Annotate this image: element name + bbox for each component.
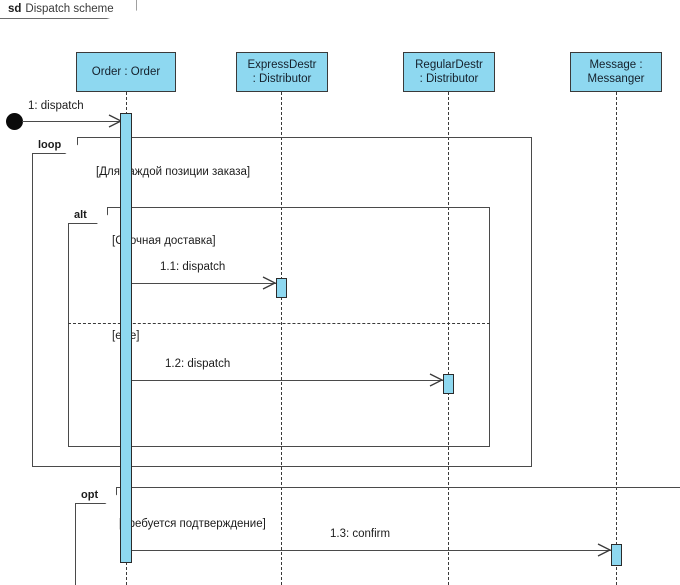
diagram-frame-title: sd Dispatch scheme (0, 0, 137, 19)
lifeline-head-message[interactable]: Message : Messanger (570, 52, 662, 92)
activation-bar-expressdestr (276, 278, 287, 298)
message-line-1-2[interactable] (132, 380, 443, 381)
lifeline-label-message-line1: Message : (589, 59, 643, 71)
fragment-alt-guard: [Срочная доставка] (112, 235, 216, 247)
message-arrowhead-1-3 (597, 543, 612, 557)
activation-bar-order (120, 113, 132, 563)
diagram-kind-keyword: sd (8, 3, 22, 15)
fragment-opt[interactable] (75, 487, 680, 585)
lifeline-head-regulardestr[interactable]: RegularDestr : Distributor (403, 52, 495, 92)
message-line-1[interactable] (22, 121, 122, 122)
found-message-start-dot (6, 113, 23, 130)
fragment-opt-guard: [Требуется подтверждение] (119, 518, 266, 530)
fragment-loop-guard: [Для каждой позиции заказа] (96, 166, 251, 178)
diagram-title: Dispatch scheme (25, 3, 114, 15)
lifeline-label-regulardestr-line1: RegularDestr (415, 59, 483, 71)
lifeline-stem-regulardestr (448, 92, 449, 585)
message-label-1: 1: dispatch (28, 100, 84, 112)
lifeline-label-order-line1: Order : Order (91, 66, 161, 78)
fragment-loop[interactable] (32, 137, 532, 467)
message-label-1-2: 1.2: dispatch (165, 358, 231, 370)
lifeline-stem-message (616, 92, 617, 585)
message-arrowhead-1-1 (262, 276, 277, 290)
lifeline-head-order[interactable]: Order : Order (76, 52, 176, 92)
fragment-opt-operator-text: opt (81, 489, 99, 501)
fragment-alt-operator-label: alt (68, 207, 108, 224)
lifeline-head-expressdestr[interactable]: ExpressDestr : Distributor (236, 52, 328, 92)
lifeline-label-expressdestr-line1: ExpressDestr (247, 59, 317, 71)
activation-bar-regulardestr (443, 374, 454, 394)
lifeline-label-expressdestr-line2: : Distributor (252, 73, 312, 85)
message-label-1-3: 1.3: confirm (330, 528, 391, 540)
message-label-1-1: 1.1: dispatch (160, 261, 226, 273)
fragment-opt-operator-label: opt (75, 487, 117, 504)
fragment-alt-separator (68, 323, 490, 324)
lifeline-stem-expressdestr (281, 92, 282, 585)
fragment-loop-operator-text: loop (38, 139, 62, 151)
fragment-alt[interactable] (68, 207, 490, 447)
activation-bar-message (611, 544, 622, 566)
message-line-1-3[interactable] (132, 550, 611, 551)
message-arrowhead-1-2 (429, 373, 444, 387)
lifeline-label-message-line2: Messanger (587, 73, 645, 85)
fragment-alt-operator-text: alt (74, 209, 87, 221)
message-line-1-1[interactable] (132, 283, 276, 284)
lifeline-label-regulardestr-line2: : Distributor (419, 73, 479, 85)
